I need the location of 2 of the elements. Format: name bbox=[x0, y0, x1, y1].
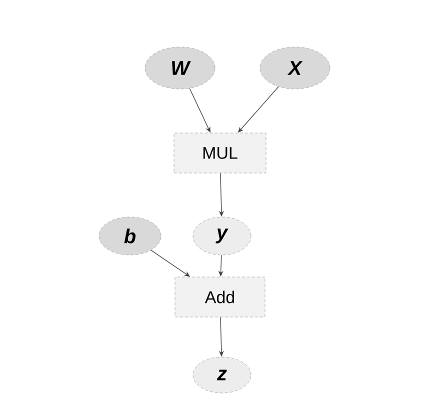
operation-box: Add bbox=[174, 276, 266, 318]
operation-box: MUL bbox=[174, 132, 266, 174]
